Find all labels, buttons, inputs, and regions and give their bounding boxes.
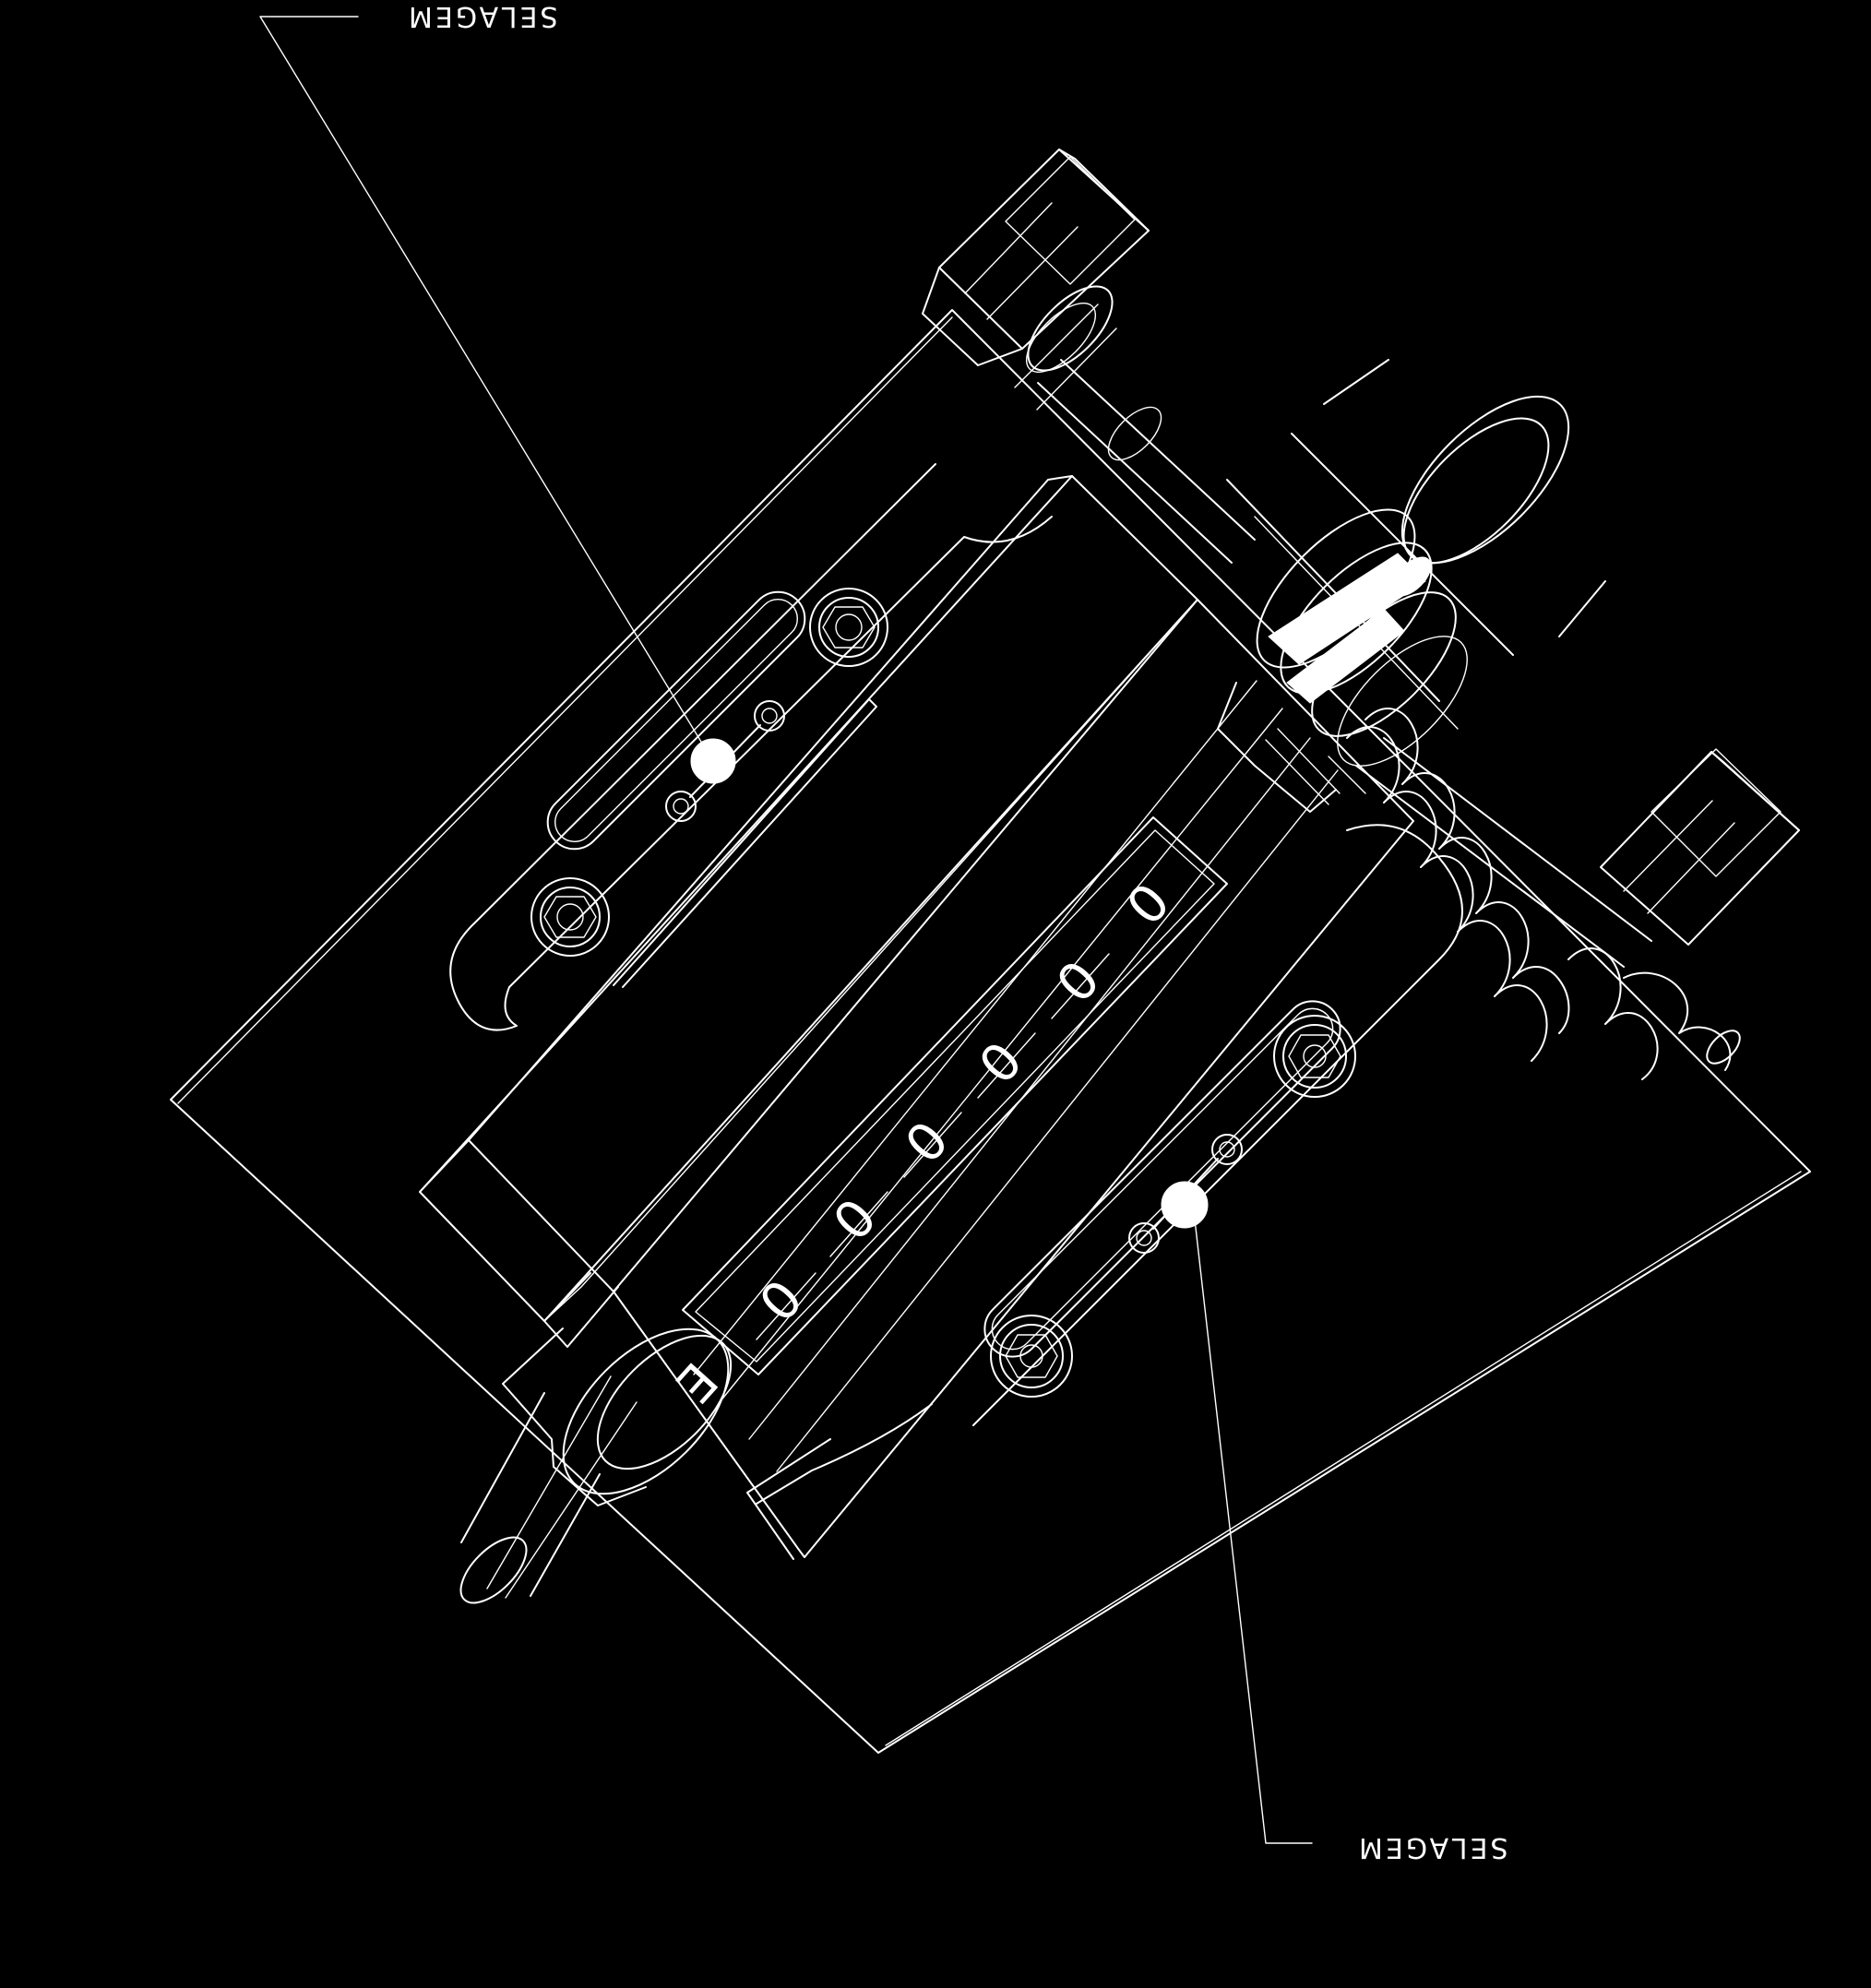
upper-bolt-2 [530,877,610,957]
seal-upper [665,700,785,822]
lower-bolt-2 [990,1315,1073,1398]
seal-lower [1128,1134,1243,1254]
input-shaft-nose [459,1327,733,1604]
counter-window [682,816,1228,1375]
right-support-block [1600,748,1800,946]
return-spring [1328,708,1741,1080]
base-plate [170,309,1811,1754]
counter-digit-2: 0 [819,1185,886,1250]
leader-lines [259,16,1313,1844]
counter-digit-5: 0 [1043,947,1109,1012]
counter-digits: 0 0 0 0 0 0 E [664,870,1180,1413]
counter-digit-6: 0 [1113,870,1179,934]
upper-bolt-1 [809,588,888,667]
counter-digit-1: 0 [745,1267,812,1331]
lower-bolt-1 [1273,1015,1356,1098]
upper-mounting-flange [449,463,1053,1031]
counter-housing [419,475,1414,1560]
upper-support-block [922,149,1150,411]
lower-mounting-flange [756,824,1463,1505]
gear-drum-assembly [1217,359,1606,813]
